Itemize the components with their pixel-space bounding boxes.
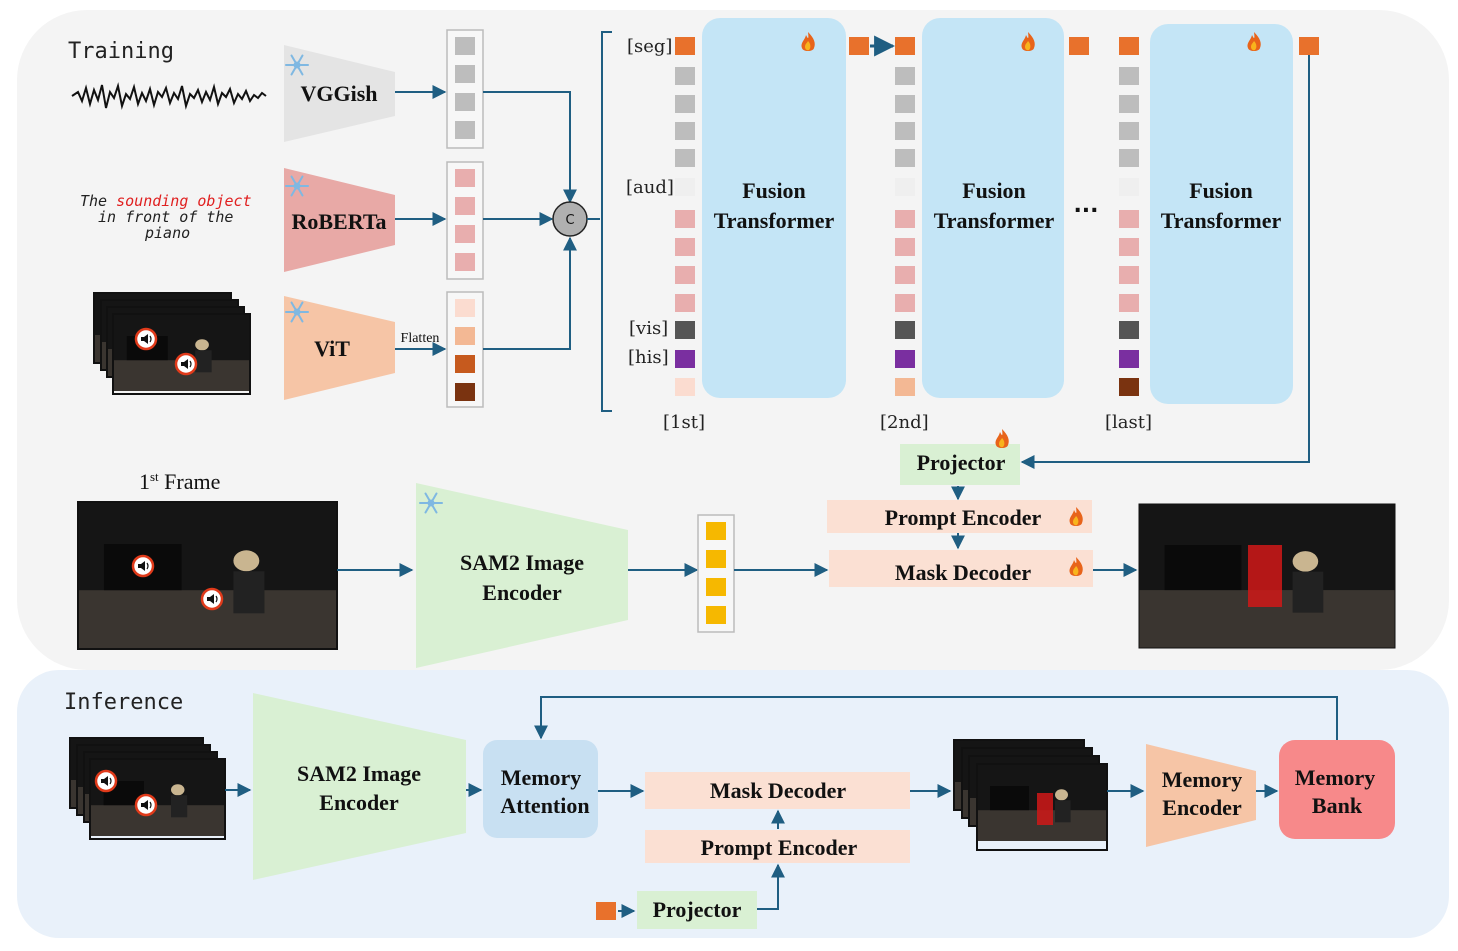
sam2-image-encoder-training bbox=[416, 483, 628, 668]
mask-decoder-box bbox=[829, 550, 1093, 587]
token-column-last bbox=[1119, 37, 1139, 396]
concat-symbol: C bbox=[565, 213, 574, 228]
inference-projector-box bbox=[637, 891, 757, 929]
memory-encoder-line2: Encoder bbox=[1162, 795, 1242, 820]
training-video-frames bbox=[93, 292, 251, 395]
projector-box bbox=[900, 444, 1020, 485]
fusion-transformer-2 bbox=[922, 18, 1064, 398]
fusion-transformer-last bbox=[1150, 24, 1293, 404]
speaker-icon bbox=[200, 587, 224, 611]
projector-label: Projector bbox=[917, 450, 1006, 475]
inference-projector-label: Projector bbox=[653, 897, 742, 922]
prompt-encoder-box bbox=[827, 500, 1092, 533]
inference-seg-token bbox=[596, 902, 616, 920]
speaker-icon bbox=[174, 352, 198, 376]
speaker-icon bbox=[131, 554, 155, 578]
memory-attention-line1: Memory bbox=[501, 765, 582, 790]
sam2-training-line1: SAM2 Image bbox=[460, 550, 584, 575]
seg-output-token bbox=[1299, 37, 1319, 55]
mask-decoder-label: Mask Decoder bbox=[895, 560, 1031, 585]
fusion-1-line2: Transformer bbox=[714, 208, 835, 233]
aud-token-label: [aud] bbox=[626, 177, 674, 198]
speaker-icon bbox=[134, 327, 158, 351]
inference-label: Inference bbox=[64, 690, 183, 715]
vis-token-label: [vis] bbox=[629, 318, 668, 339]
column-2nd-label: [2nd] bbox=[880, 412, 929, 433]
text-prompt-line1: The sounding object bbox=[80, 192, 252, 210]
memory-attention-box bbox=[483, 740, 598, 838]
inference-prompt-encoder-label: Prompt Encoder bbox=[701, 835, 858, 860]
fusion-2-line2: Transformer bbox=[934, 208, 1055, 233]
memory-feedback-arrow bbox=[534, 696, 1338, 740]
sam2-training-line2: Encoder bbox=[482, 580, 562, 605]
vggish-encoder bbox=[284, 45, 395, 142]
sam2-image-encoder-inference bbox=[253, 693, 466, 880]
first-frame-label: 1st Frame bbox=[139, 469, 220, 494]
inference-prompt-encoder-box bbox=[645, 830, 910, 863]
speaker-icon bbox=[134, 793, 158, 817]
prompt-encoder-label: Prompt Encoder bbox=[885, 505, 1042, 530]
inference-output-frames bbox=[953, 739, 1108, 851]
ellipsis: ... bbox=[1073, 193, 1098, 218]
memory-attention-line2: Attention bbox=[500, 793, 589, 818]
roberta-label: RoBERTa bbox=[291, 209, 386, 234]
seg-output-token bbox=[1069, 37, 1089, 55]
training-label: Training bbox=[68, 39, 174, 64]
fusion-transformer-1 bbox=[702, 18, 846, 398]
speaker-icon bbox=[94, 769, 118, 793]
vit-encoder bbox=[284, 296, 395, 400]
inference-mask-decoder-box bbox=[645, 772, 910, 809]
text-prompt-line3: piano bbox=[144, 224, 190, 242]
roberta-encoder bbox=[284, 168, 395, 272]
sam2-inference-line2: Encoder bbox=[319, 790, 399, 815]
fusion-last-line1: Fusion bbox=[1189, 178, 1253, 203]
fusion-2-line1: Fusion bbox=[962, 178, 1026, 203]
seg-token-label: [seg] bbox=[627, 36, 672, 57]
roberta-tokens bbox=[446, 161, 484, 280]
fusion-1-line1: Fusion bbox=[742, 178, 806, 203]
vggish-tokens bbox=[446, 29, 484, 149]
inference-mask-decoder-label: Mask Decoder bbox=[710, 778, 846, 803]
image-embedding-tokens bbox=[697, 514, 735, 633]
memory-bank-line2: Bank bbox=[1312, 793, 1363, 818]
memory-encoder-shape bbox=[1146, 744, 1256, 847]
his-token-label: [his] bbox=[628, 347, 669, 368]
sam2-inference-line1: SAM2 Image bbox=[297, 761, 421, 786]
memory-bank-line1: Memory bbox=[1295, 765, 1376, 790]
fusion-last-line2: Transformer bbox=[1161, 208, 1282, 233]
flatten-label: Flatten bbox=[401, 331, 440, 346]
memory-encoder-line1: Memory bbox=[1162, 767, 1243, 792]
first-frame-image bbox=[77, 501, 338, 650]
vggish-label: VGGish bbox=[300, 81, 377, 106]
token-column-2nd bbox=[895, 37, 915, 396]
segmentation-output-image bbox=[1138, 503, 1396, 649]
inference-video-frames bbox=[69, 737, 226, 840]
audio-waveform bbox=[71, 82, 267, 110]
vit-tokens bbox=[446, 291, 484, 408]
seg-output-token bbox=[849, 37, 869, 55]
memory-bank-box bbox=[1279, 740, 1395, 839]
sequence-bracket bbox=[601, 31, 612, 412]
column-last-label: [last] bbox=[1105, 412, 1152, 433]
vit-label: ViT bbox=[314, 336, 350, 361]
token-column-1st bbox=[675, 37, 695, 396]
column-1st-label: [1st] bbox=[663, 412, 705, 433]
text-prompt-line2: in front of the bbox=[98, 208, 233, 226]
